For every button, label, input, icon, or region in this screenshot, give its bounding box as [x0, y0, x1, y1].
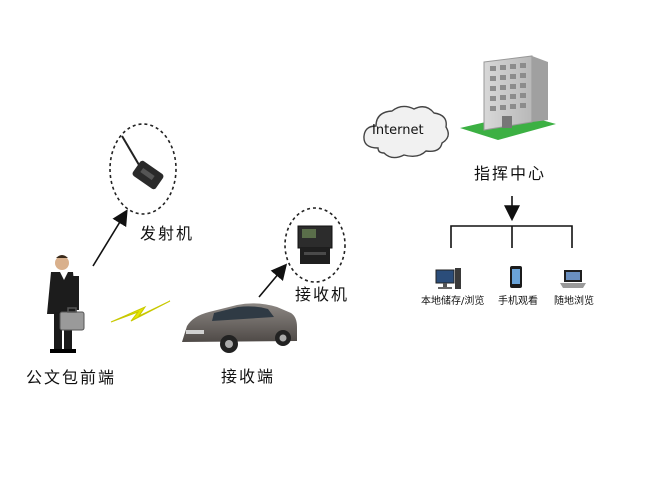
receiver-unit-icon: [284, 207, 346, 283]
receiver-unit-label: 接收机: [295, 285, 350, 304]
transmitter-label: 发射机: [140, 224, 195, 243]
car-icon: [182, 303, 297, 353]
laptop-icon: [560, 270, 586, 288]
arrow-to-receiver-unit: [258, 263, 288, 298]
command-center-label: 指挥中心: [474, 164, 547, 183]
internet-cloud-icon: [363, 105, 449, 159]
businessman-icon: [47, 255, 79, 353]
building-icon: [460, 55, 556, 140]
arrow-to-transmitter: [92, 209, 128, 267]
smartphone-icon: [510, 266, 522, 288]
wireless-link-icon: [110, 300, 171, 323]
receiver-vehicle-label: 接收端: [221, 367, 276, 386]
transmitter-icon: [109, 123, 177, 215]
endpoint-label-anywhere: 随地浏览: [554, 296, 594, 307]
briefcase-front-label: 公文包前端: [26, 368, 117, 387]
distribution-bracket: [450, 225, 573, 248]
endpoint-label-mobile: 手机观看: [498, 296, 538, 307]
internet-label: Internet: [372, 123, 424, 138]
desktop-computer-icon: [435, 268, 461, 289]
briefcase-icon: [59, 307, 85, 331]
endpoint-label-local-storage: 本地储存/浏览: [421, 296, 485, 307]
